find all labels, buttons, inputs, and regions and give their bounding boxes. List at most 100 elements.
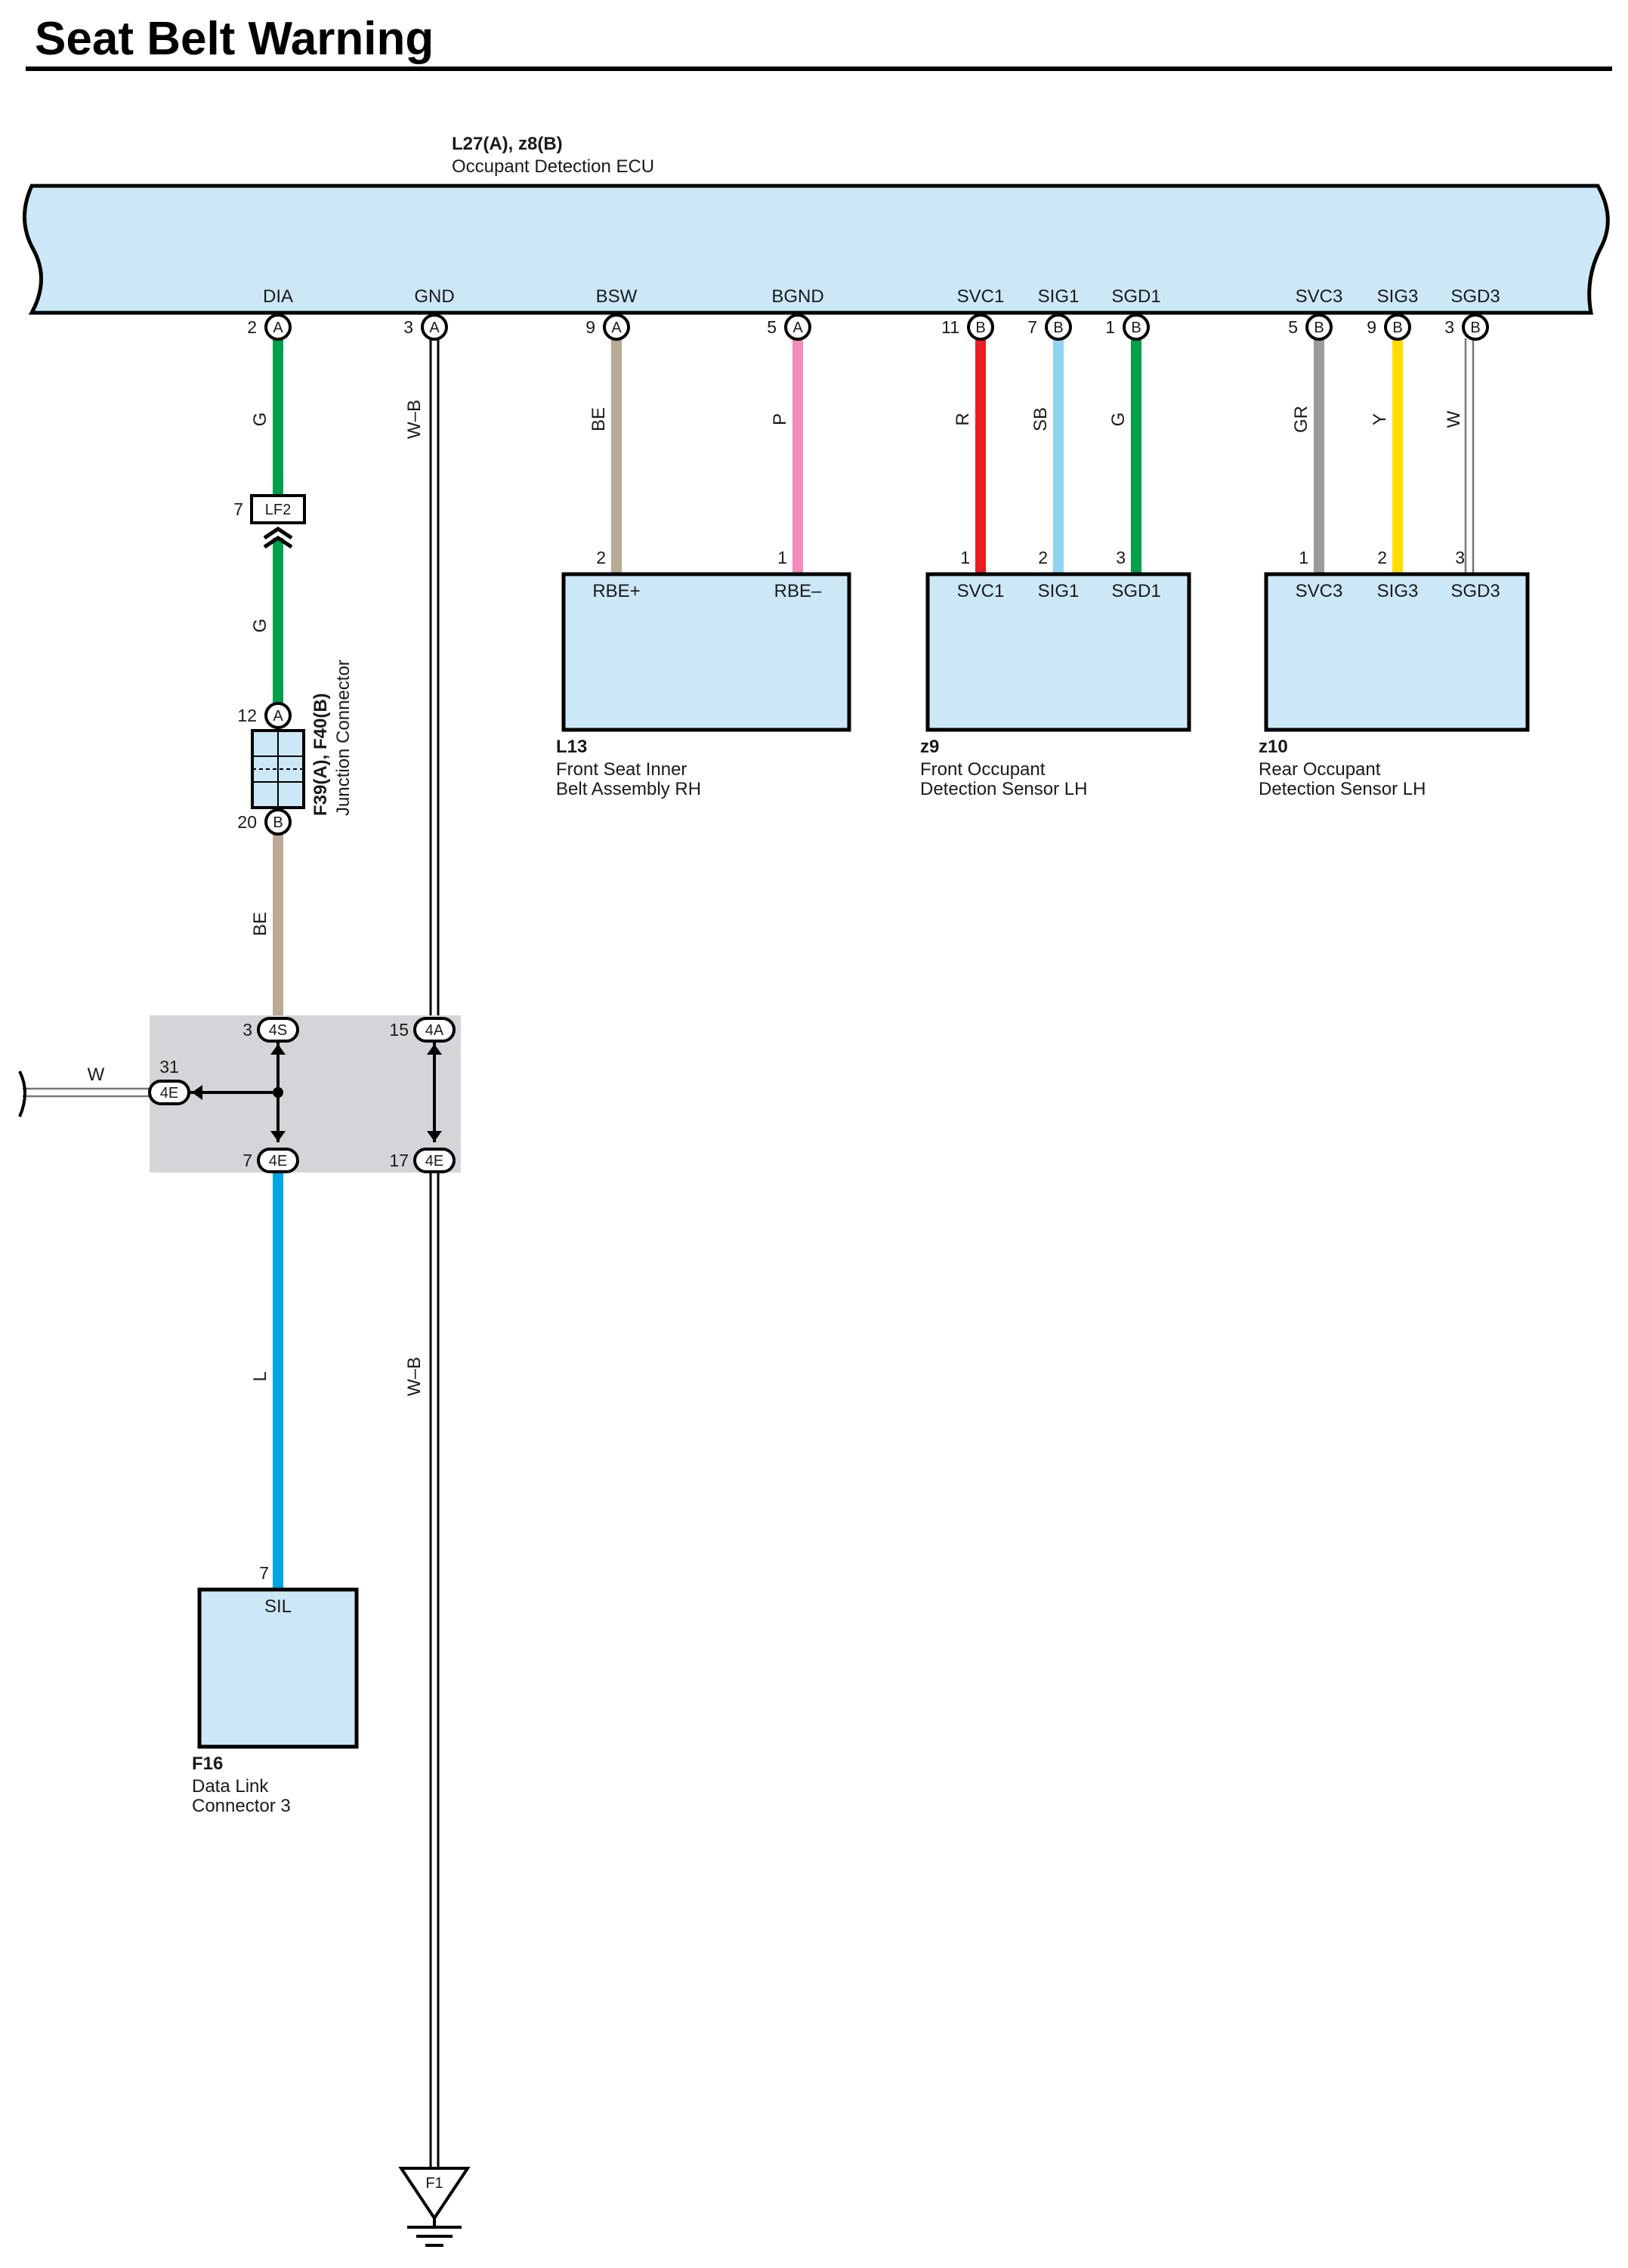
z10-term-2: SIG3 (1377, 581, 1419, 601)
ecu-term-svc3: SVC3 (1296, 286, 1343, 307)
lf2-box (250, 494, 306, 524)
junction-bottom-pin-conn: B (273, 814, 283, 831)
wire-svc3 (1314, 338, 1324, 573)
junction-top-pin (264, 702, 292, 729)
wire-break-icon (18, 1071, 26, 1117)
wire-sgd3 (1464, 338, 1475, 573)
wire-label-gnd-lower: W–B (404, 1357, 425, 1396)
z9-term-2: SIG1 (1038, 581, 1080, 601)
wire-junction-out (273, 834, 283, 1015)
z9-term-1: SVC1 (957, 581, 1005, 601)
wire-sil (273, 1173, 283, 1588)
ecu-pin-num-dia: 2 (247, 317, 257, 337)
ecu-term-sig1: SIG1 (1038, 286, 1080, 307)
z9-pin-num-1: 1 (960, 548, 970, 567)
jb-p4-tag (257, 1148, 299, 1173)
junction-top-pin-num: 12 (237, 706, 257, 725)
wire-label-dia-upper: G (250, 413, 270, 427)
wire-label-sgd1: G (1108, 413, 1129, 427)
ground-f1: F1 (398, 2167, 471, 2247)
ecu-pin-conn-bsw: A (611, 320, 622, 336)
ecu-term-bsw: BSW (596, 286, 638, 307)
ecu-term-gnd: GND (414, 286, 454, 307)
z10-term-1: SVC3 (1296, 581, 1343, 601)
ecu-pin-conn-sgd1: B (1131, 320, 1141, 336)
wire-bgnd (792, 338, 803, 573)
wire-label-sig3: Y (1370, 413, 1390, 425)
junction-connector-code: F39(A), F40(B) (310, 693, 331, 816)
ecu-pin-sig1 (1045, 314, 1072, 341)
z10-pin-num-2: 2 (1377, 548, 1387, 567)
junction-top-pin-conn: A (273, 708, 283, 725)
jb-p2-tag-label: 4A (425, 1022, 444, 1039)
jb-p5-tag-label: 4E (425, 1153, 443, 1170)
wire-gnd (429, 338, 440, 2168)
wire-label-sgd3: W (1444, 410, 1464, 428)
wire-sgd1 (1131, 338, 1141, 573)
z9-term-3: SGD1 (1111, 581, 1160, 601)
jb-p1-tag (257, 1017, 299, 1043)
component-l13: 2 1 RBE+ RBE– L13 Front Seat Inner Belt … (556, 548, 851, 799)
l13-line1: Front Seat Inner (556, 759, 687, 780)
ecu-pin-conn-svc3: B (1314, 320, 1324, 336)
ecu-pin-conn-svc1: B (975, 320, 985, 336)
jb-p2-num: 15 (389, 1020, 409, 1040)
ecu-pin-num-sig3: 9 (1367, 317, 1376, 337)
jb-p5-tag (413, 1148, 456, 1173)
title-underline (26, 66, 1612, 71)
f16-line1: Data Link (192, 1776, 269, 1797)
z10-term-3: SGD3 (1450, 581, 1500, 601)
gnd-arrow-down-icon (427, 1131, 442, 1142)
ecu-pin-dia (264, 314, 292, 341)
ecu-term-svc1: SVC1 (957, 286, 1005, 307)
z10-box (1264, 572, 1530, 732)
wire-sig3 (1392, 338, 1403, 573)
lf2-pin-num: 7 (233, 499, 243, 519)
splice-dot-icon (273, 1087, 283, 1098)
lf2-code: LF2 (265, 502, 291, 518)
ecu-pin-conn-sig1: B (1053, 320, 1063, 336)
ecu-terminal-labels: DIA GND BSW BGND SVC1 SIG1 SGD1 SVC3 SIG… (263, 286, 1500, 307)
ecu-pin-sig3 (1384, 314, 1411, 341)
lf2-chevron-icon (263, 526, 293, 549)
wire-bsw (611, 338, 622, 573)
z9-box (925, 572, 1191, 732)
wire-label-sil: L (250, 1371, 270, 1381)
ecu-pin-gnd (421, 314, 448, 341)
jb-p1-tag-label: 4S (269, 1022, 287, 1039)
f16-code: F16 (192, 1754, 223, 1774)
wire-label-bgnd: P (770, 413, 790, 425)
jb-p2-tag (413, 1017, 456, 1043)
arrow-up-icon (270, 1044, 286, 1055)
ecu-term-sgd1: SGD1 (1111, 286, 1160, 307)
z9-pin-num-3: 3 (1116, 548, 1126, 567)
ecu-pin-svc3 (1305, 314, 1333, 341)
wire-sig1 (1053, 338, 1064, 573)
wire-label-gnd-upper: W–B (404, 400, 425, 439)
wire-dia-upper (273, 338, 283, 497)
l13-term-1: RBE+ (592, 581, 640, 601)
ecu-pin-bsw (603, 314, 630, 341)
ecu-pin-num-svc3: 5 (1288, 317, 1298, 337)
inline-connector-lf2: 7 LF2 (233, 494, 306, 549)
jb-p4-tag-label: 4E (269, 1153, 287, 1170)
ecu-pin-conn-bgnd: A (792, 320, 803, 336)
ecu-pin-conn-sig3: B (1392, 320, 1402, 336)
ecu-name: Occupant Detection ECU (452, 156, 654, 177)
f16-pin-num: 7 (259, 1563, 269, 1583)
z10-code: z10 (1259, 737, 1288, 757)
wire-label-left-branch: W (88, 1064, 105, 1085)
component-f16: 7 SIL F16 Data Link Connector 3 (192, 1563, 359, 1816)
wire-label-svc3: GR (1291, 406, 1311, 433)
l13-box (561, 572, 851, 732)
l13-term-2: RBE– (774, 581, 822, 601)
arrow-left-icon (192, 1085, 202, 1100)
z9-pin-num-2: 2 (1038, 548, 1048, 567)
wire-label-bsw: BE (588, 407, 609, 431)
ecu-pin-conn-gnd: A (429, 320, 440, 336)
ecu-term-dia: DIA (263, 286, 293, 307)
ground-label: F1 (425, 2175, 443, 2192)
ecu-pin-num-sgd1: 1 (1105, 317, 1115, 337)
z9-line1: Front Occupant (920, 759, 1046, 780)
